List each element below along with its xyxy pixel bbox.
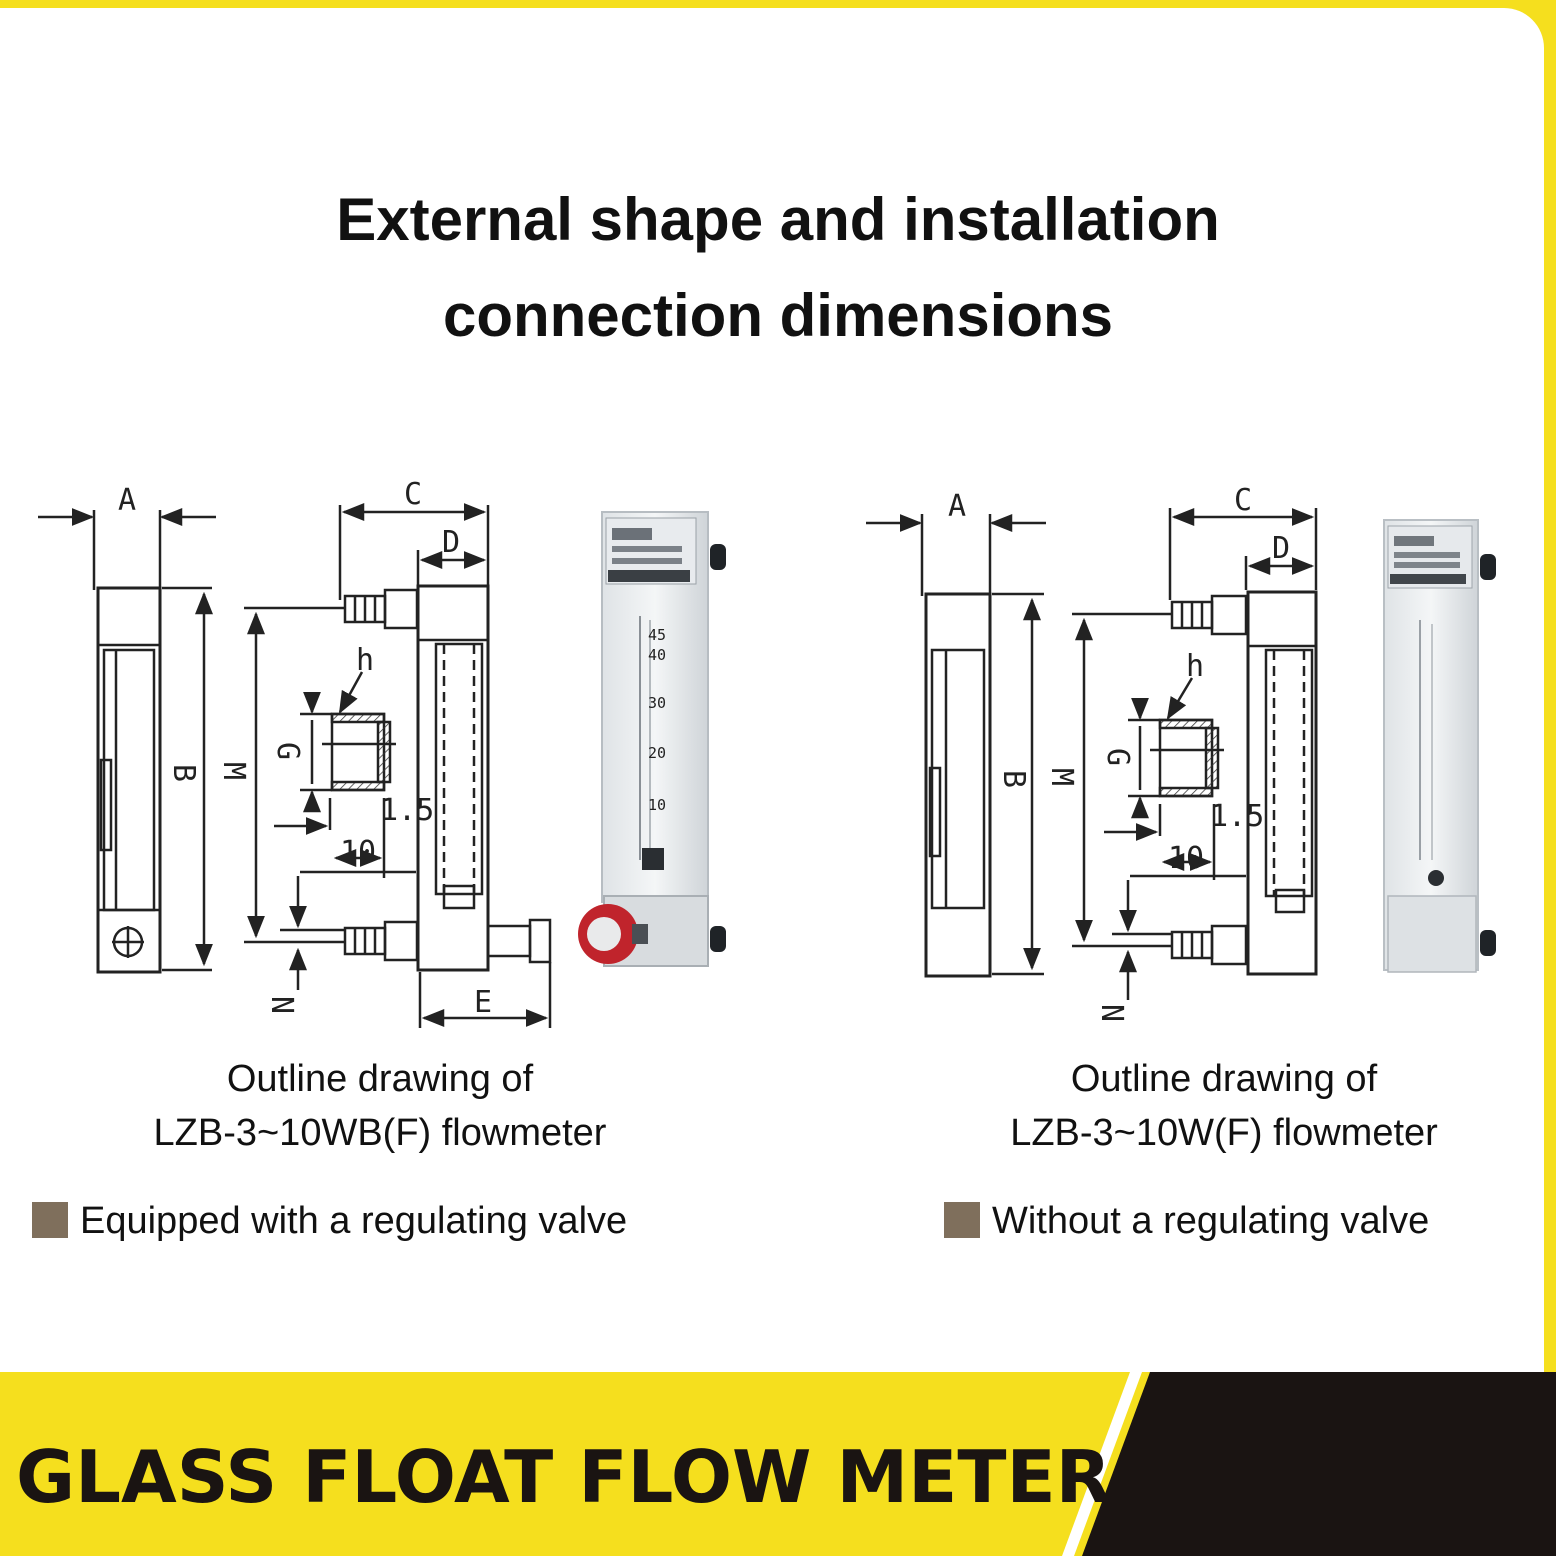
- label-g: G: [270, 742, 305, 760]
- caption-w-flowmeter: Outline drawing of LZB-3~10W(F) flowmete…: [914, 1052, 1534, 1160]
- label-n-2: N: [1094, 1004, 1129, 1022]
- label-m-2: M: [1044, 768, 1079, 786]
- label-10-2: 10: [1168, 841, 1204, 876]
- caption-line-1: Outline drawing of: [226, 1058, 534, 1100]
- label-b: B: [166, 764, 201, 782]
- bullet-without-valve: Without a regulating valve: [944, 1198, 1429, 1244]
- title-line-2: connection dimensions: [442, 282, 1114, 349]
- caption-line-1: Outline drawing of: [1070, 1058, 1378, 1100]
- scale-label-20: 20: [648, 744, 666, 762]
- front-view-2: [1072, 508, 1318, 1000]
- footer-banner: [0, 1372, 1556, 1556]
- diagram-wb-valve: A B: [38, 477, 726, 1028]
- label-c-2: C: [1234, 483, 1252, 518]
- flowmeter-photo-with-valve: [578, 511, 726, 967]
- caption-wb-flowmeter: Outline drawing of LZB-3~10WB(F) flowmet…: [80, 1052, 680, 1160]
- label-g-2: G: [1100, 748, 1135, 766]
- label-c: C: [404, 477, 422, 512]
- front-view: [244, 503, 552, 1028]
- label-h: h: [356, 643, 374, 678]
- side-view-2: [866, 514, 1046, 978]
- diagram-w-no-valve: A B: [866, 483, 1496, 1022]
- label-b-2: B: [996, 770, 1031, 788]
- label-n: N: [264, 996, 299, 1014]
- bullet-square-icon: [944, 1202, 980, 1238]
- label-a-2: A: [948, 489, 966, 524]
- label-m: M: [216, 762, 251, 780]
- label-d: D: [442, 525, 460, 560]
- label-1-5: 1.5: [380, 793, 434, 828]
- banner-title: GLASS FLOAT FLOW METER: [16, 1435, 1112, 1519]
- caption-line-2: LZB-3~10W(F) flowmeter: [1010, 1112, 1438, 1154]
- scale-label-10: 10: [648, 796, 666, 814]
- caption-line-2: LZB-3~10WB(F) flowmeter: [153, 1112, 607, 1154]
- label-1-5-2: 1.5: [1210, 799, 1264, 834]
- label-d-2: D: [1272, 531, 1290, 566]
- label-h-2: h: [1186, 649, 1204, 684]
- banner-dark-panel: [1062, 1372, 1556, 1556]
- scale-label-40: 40: [648, 646, 666, 664]
- side-view: [38, 508, 216, 974]
- label-10: 10: [340, 835, 376, 870]
- scale-label-45: 45: [648, 626, 666, 644]
- title-line-1: External shape and installation: [336, 186, 1220, 253]
- bullet-text: Without a regulating valve: [992, 1200, 1430, 1242]
- bullet-with-valve: Equipped with a regulating valve: [32, 1198, 627, 1244]
- bullet-square-icon: [32, 1202, 68, 1238]
- label-a: A: [118, 483, 136, 518]
- label-e: E: [474, 985, 492, 1020]
- bullet-text: Equipped with a regulating valve: [80, 1200, 628, 1242]
- flowmeter-photo-no-valve: [1383, 519, 1496, 973]
- scale-label-30: 30: [648, 694, 666, 712]
- page-title: External shape and installation connecti…: [178, 172, 1378, 364]
